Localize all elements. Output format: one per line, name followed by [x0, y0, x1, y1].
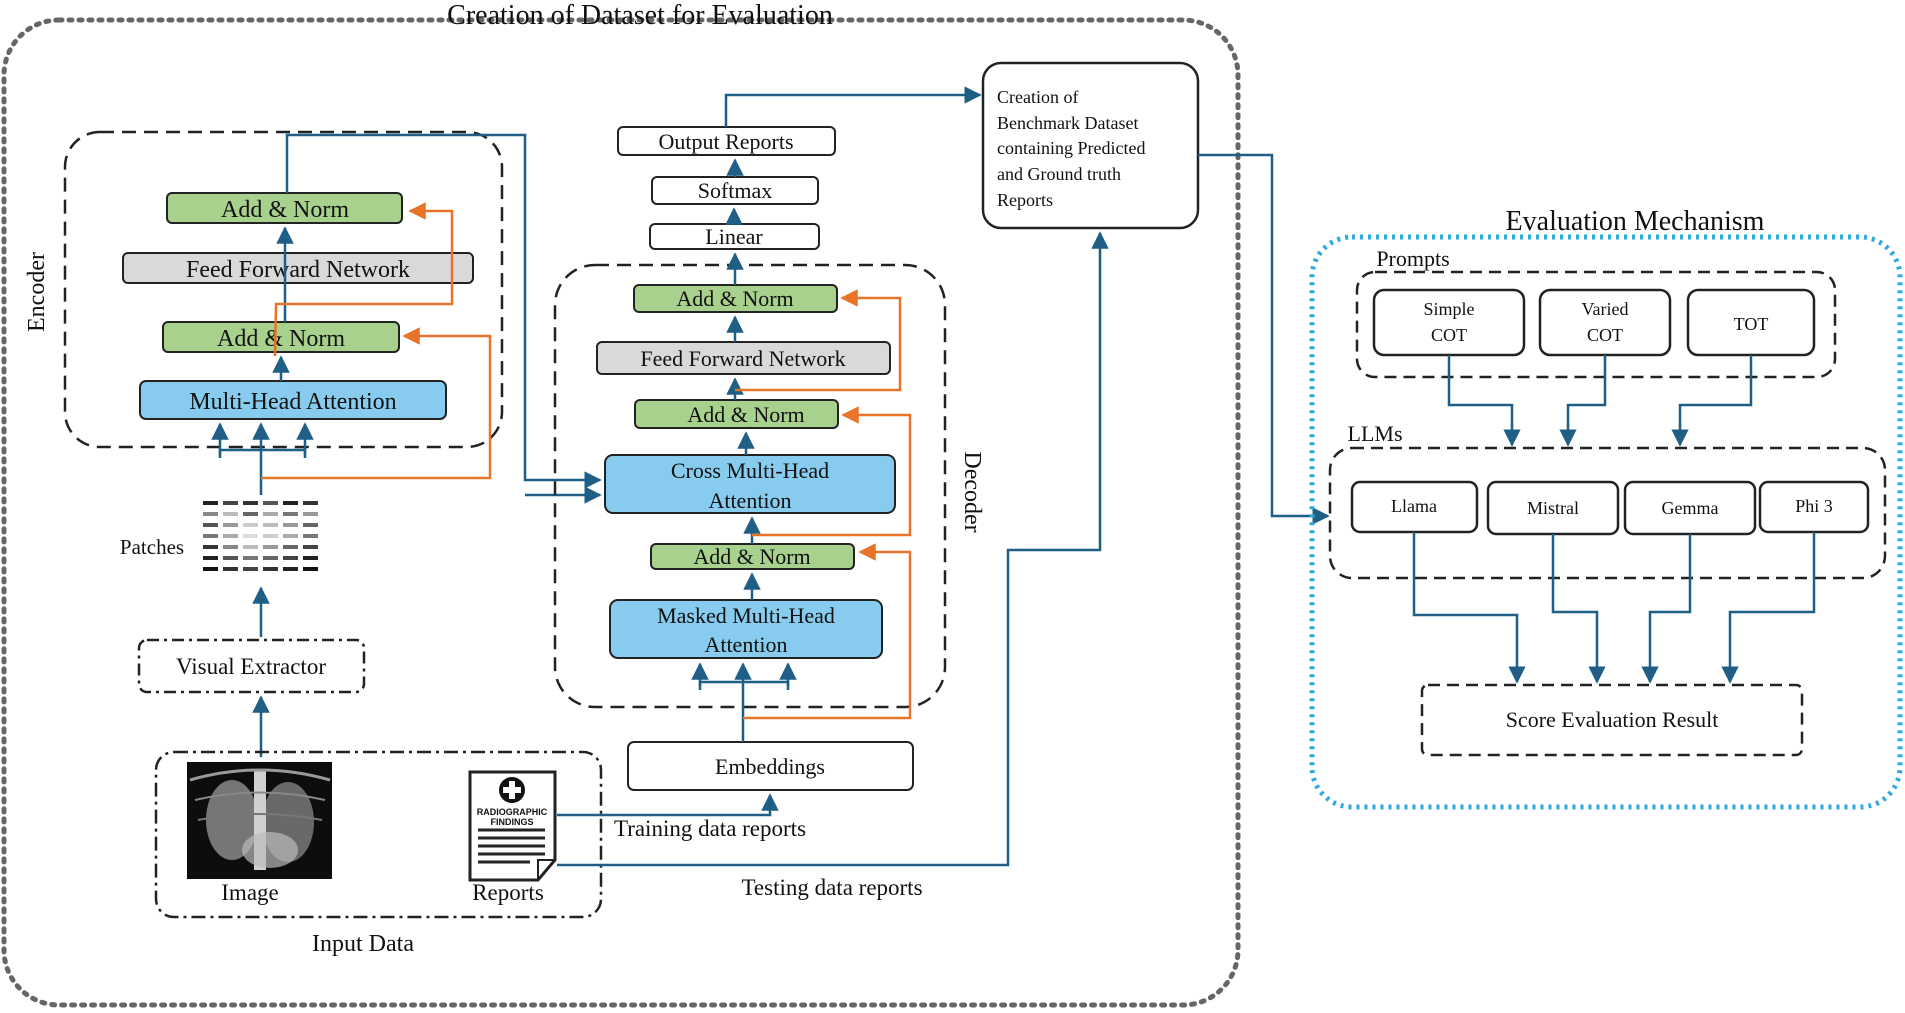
encoder-flow-arrows — [211, 133, 602, 504]
report-document-icon — [468, 770, 557, 882]
prompt-varied-cot-line2: COT — [1587, 325, 1623, 345]
llm-mistral-label: Mistral — [1527, 498, 1579, 518]
training-reports-label: Training data reports — [614, 816, 806, 841]
prompts-label: Prompts — [1376, 246, 1449, 271]
benchmark-line1: Creation of — [997, 87, 1078, 107]
score-evaluation-label: Score Evaluation Result — [1506, 707, 1719, 732]
visual-extractor-box — [137, 638, 366, 694]
decoder-label: Decoder — [959, 451, 985, 532]
llm-gemma-label: Gemma — [1662, 498, 1719, 518]
benchmark-line3: containing Predicted — [997, 138, 1145, 158]
score-evaluation-box — [1420, 683, 1804, 757]
prompt-simple-cot-line1: Simple — [1423, 299, 1474, 319]
image-label: Image — [221, 880, 278, 905]
dataset-panel-title: Creation of Dataset for Evaluation — [447, 0, 833, 31]
decoder-add-norm-mid-label: Add & Norm — [687, 402, 804, 427]
masked-attention-label-2: Attention — [704, 632, 787, 657]
encoder-add-norm-bottom-label: Add & Norm — [217, 326, 345, 352]
xray-image — [187, 762, 332, 879]
encoder-add-norm-bottom — [162, 321, 400, 353]
encoder-feed-forward — [122, 252, 474, 284]
masked-attention-label-1: Masked Multi-Head — [657, 603, 835, 628]
patches-grid — [203, 501, 318, 571]
encoder-multi-head-attention — [139, 380, 447, 420]
evaluation-panel — [1309, 234, 1903, 810]
dataset-panel-border — [1, 17, 1241, 1008]
encoder-feed-forward-label: Feed Forward Network — [186, 257, 410, 283]
decoder-add-norm-bottom-label: Add & Norm — [693, 544, 810, 569]
encoder-add-norm-top-label: Add & Norm — [221, 197, 349, 223]
masked-attention-box — [609, 599, 883, 659]
llm-phi3-label: Phi 3 — [1795, 496, 1833, 516]
decoder-add-norm-top-label: Add & Norm — [676, 286, 793, 311]
encoder-multi-head-attention-label: Multi-Head Attention — [189, 389, 396, 415]
encoder-label: Encoder — [24, 252, 50, 332]
benchmark-line4: and Ground truth — [997, 164, 1121, 184]
patches-label: Patches — [120, 535, 184, 559]
encoder-residual-arrows — [261, 202, 492, 480]
report-doc-line2: FINDINGS — [490, 817, 533, 827]
benchmark-line2: Benchmark Dataset — [997, 113, 1138, 133]
benchmark-to-llms-arrow — [1198, 153, 1330, 525]
input-data-title: Input Data — [312, 931, 414, 957]
benchmark-line5: Reports — [997, 190, 1053, 210]
encoder-add-norm-top — [166, 192, 403, 224]
llms-to-score-arrows — [1412, 532, 1816, 684]
llms-box — [1328, 446, 1887, 580]
prompt-varied-cot-line1: Varied — [1582, 299, 1629, 319]
embeddings-label: Embeddings — [715, 754, 825, 779]
embeddings-box — [627, 741, 914, 791]
decoder-feed-forward — [596, 341, 891, 375]
report-doc-line1: RADIOGRAPHIC — [477, 807, 548, 817]
llms-label: LLMs — [1348, 421, 1403, 446]
cross-attention-label-2: Attention — [708, 488, 791, 513]
benchmark-dataset-box — [981, 61, 1200, 230]
softmax-label: Softmax — [698, 178, 773, 203]
decoder-add-norm-mid — [634, 399, 839, 429]
reports-label: Reports — [472, 880, 544, 905]
evaluation-title: Evaluation Mechanism — [1506, 206, 1765, 237]
report-flow-arrows — [557, 231, 1109, 867]
prompt-simple-cot-line2: COT — [1431, 325, 1467, 345]
encoder-box — [63, 130, 504, 449]
decoder-flow-arrows — [691, 86, 982, 742]
linear-label: Linear — [705, 224, 763, 249]
decoder-residual-arrows — [735, 289, 912, 720]
prompts-to-llms-arrows — [1447, 355, 1753, 447]
decoder-feed-forward-label: Feed Forward Network — [640, 346, 845, 371]
llm-llama-label: Llama — [1391, 496, 1437, 516]
cross-attention-label-1: Cross Multi-Head — [671, 458, 829, 483]
decoder-box — [553, 263, 947, 709]
testing-reports-label: Testing data reports — [741, 875, 922, 900]
cross-attention-box — [604, 454, 896, 514]
prompt-tot-label: TOT — [1734, 314, 1769, 334]
visual-extractor-label: Visual Extractor — [176, 654, 326, 679]
prompts-box — [1355, 270, 1837, 379]
output-reports-label: Output Reports — [658, 129, 793, 154]
